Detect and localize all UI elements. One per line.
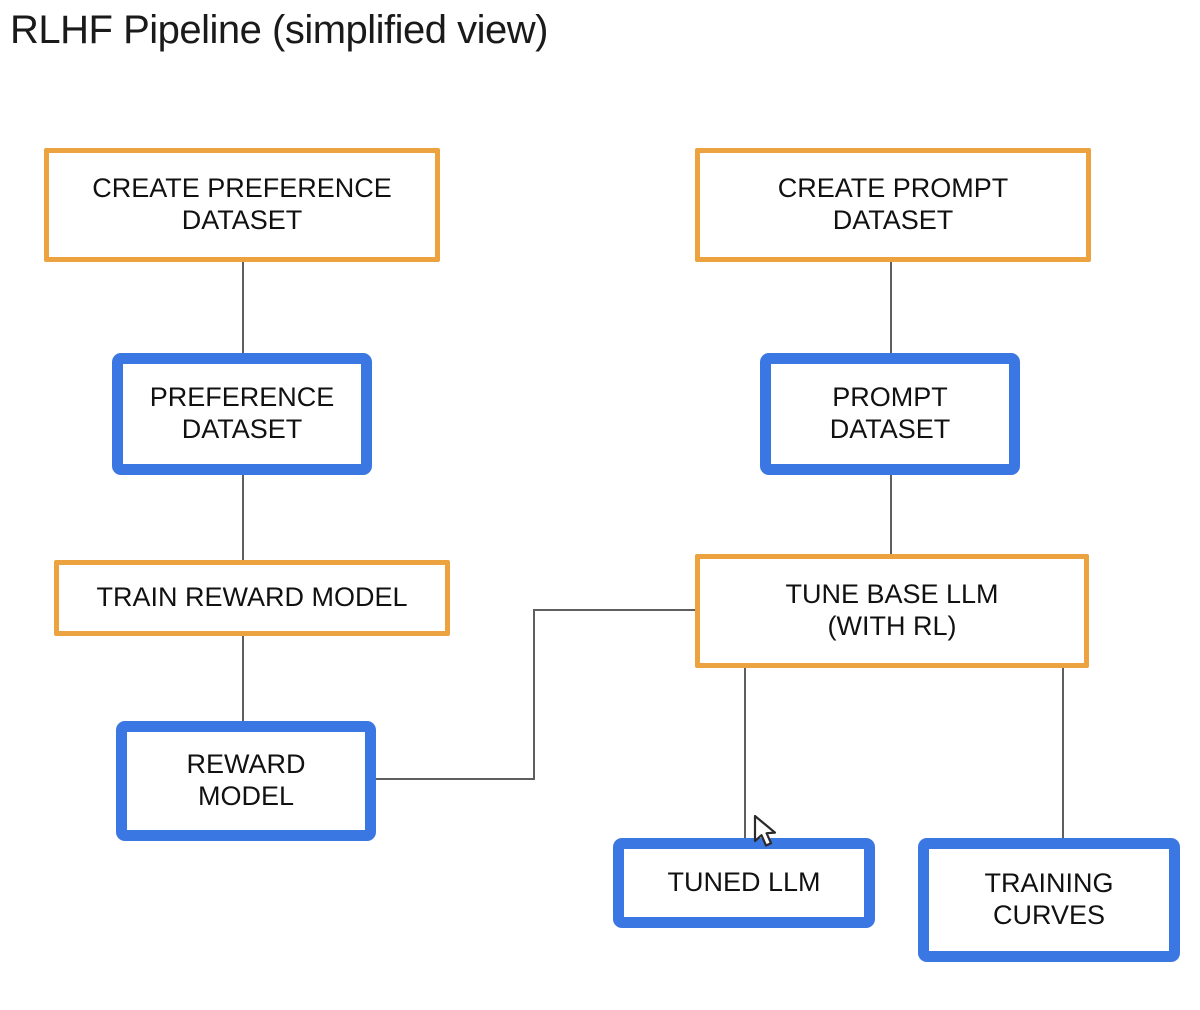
node-create-preference-dataset[interactable]: CREATE PREFERENCE DATASET (44, 148, 440, 262)
node-label: PROMPT DATASET (829, 382, 951, 444)
node-tuned-llm[interactable]: TUNED LLM (613, 838, 875, 928)
node-create-prompt-dataset[interactable]: CREATE PROMPT DATASET (695, 148, 1091, 262)
edge-create-preference-to-preference (242, 262, 244, 354)
node-label: TUNED LLM (667, 867, 821, 898)
edge-preference-to-train-reward (242, 475, 244, 560)
edge-prompt-dataset-to-tune-base-llm (890, 475, 892, 560)
node-tune-base-llm[interactable]: TUNE BASE LLM (WITH RL) (695, 554, 1089, 668)
edge-reward-model-to-tune-segment-1 (374, 778, 535, 780)
page-title: RLHF Pipeline (simplified view) (10, 8, 549, 52)
node-label: REWARD MODEL (186, 749, 306, 811)
node-label: TRAINING CURVES (984, 868, 1114, 930)
node-train-reward-model[interactable]: TRAIN REWARD MODEL (54, 560, 450, 636)
edge-reward-model-to-tune-segment-2 (533, 609, 535, 780)
node-label: PREFERENCE DATASET (149, 382, 335, 444)
node-reward-model[interactable]: REWARD MODEL (116, 721, 376, 841)
node-training-curves[interactable]: TRAINING CURVES (918, 838, 1180, 962)
node-label: TRAIN REWARD MODEL (96, 582, 408, 613)
node-label: TUNE BASE LLM (WITH RL) (785, 579, 999, 641)
node-label: CREATE PROMPT DATASET (777, 173, 1009, 235)
node-prompt-dataset[interactable]: PROMPT DATASET (760, 353, 1020, 475)
edge-tune-base-llm-to-training-curves (1062, 667, 1064, 843)
node-preference-dataset[interactable]: PREFERENCE DATASET (112, 353, 372, 475)
edge-reward-model-to-tune-segment-3 (533, 609, 697, 611)
edge-create-prompt-to-prompt-dataset (890, 262, 892, 354)
edge-tune-base-llm-to-tuned-llm (744, 667, 746, 843)
edge-train-reward-to-reward-model (242, 636, 244, 722)
node-label: CREATE PREFERENCE DATASET (92, 173, 392, 235)
